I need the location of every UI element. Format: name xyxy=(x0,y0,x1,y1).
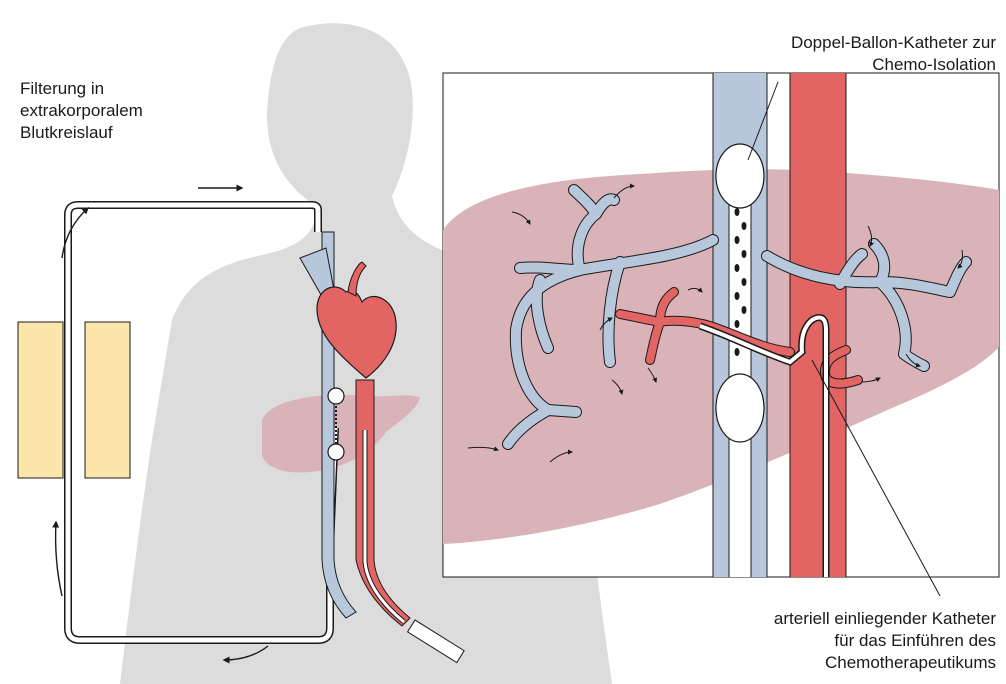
filter-cartridges xyxy=(18,322,130,478)
zoom-inset xyxy=(443,60,1000,590)
arterial-catheter-label: arteriell einliegender Katheter für das … xyxy=(774,608,996,674)
double-balloon-catheter-label: Doppel-Ballon-Katheter zur Chemo-Isolati… xyxy=(791,32,996,76)
filtering-label: Filterung in extrakorporalem Blutkreisla… xyxy=(20,78,143,144)
inset-aorta xyxy=(790,60,846,590)
